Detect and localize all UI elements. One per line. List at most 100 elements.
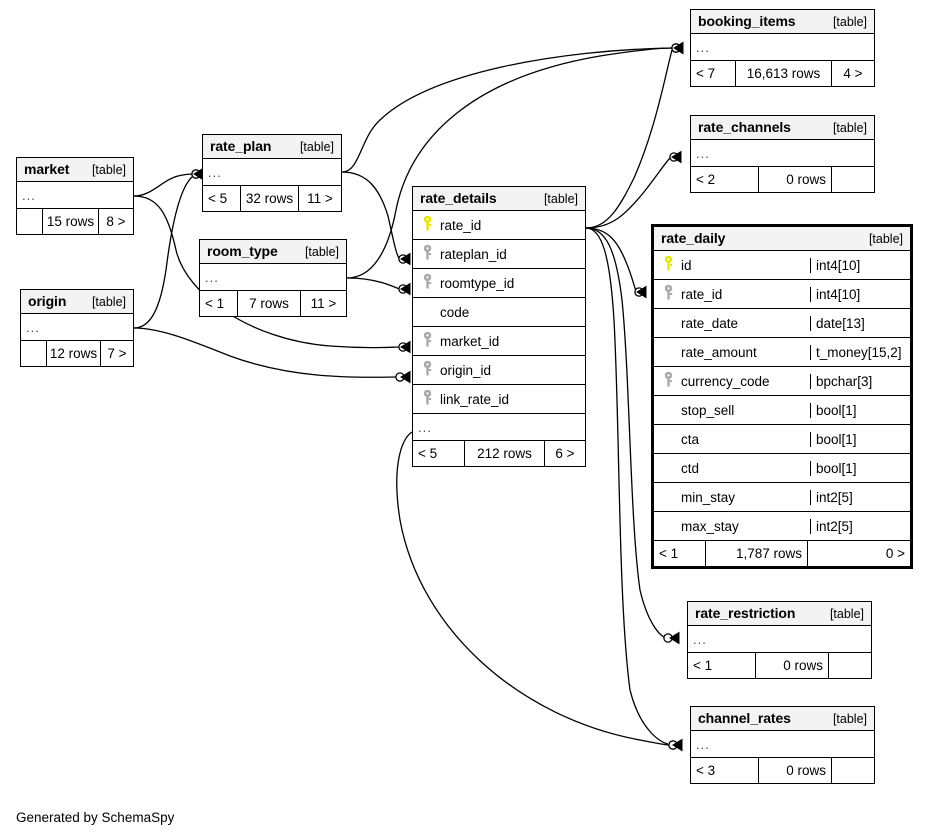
table-columns-origin: ... [21,314,133,341]
column-type-cell: bool[1] [810,460,910,476]
table-columns-room_type: ... [200,264,346,291]
column-name-cell: rate_amount [654,345,810,360]
optional-cardinality-circle-icon [634,287,644,297]
column-type-cell: date[13] [810,315,910,331]
table-columns-market: ... [17,182,133,209]
columns-collapsed-ellipsis[interactable]: ... [691,34,874,61]
table-name-room_type: room_type [207,243,278,259]
relationship-origin-to-rate_details-origin_id [133,327,411,384]
optional-cardinality-circle-icon [398,254,408,264]
footer-row-count: 7 rows [238,291,301,316]
table-column-row[interactable]: link_rate_id [413,385,585,414]
table-kind-label-rate_plan: [table] [299,140,334,154]
table-column-row[interactable]: rate_id [413,211,585,240]
crows-foot-icon [673,41,684,55]
table-column-row[interactable]: rateplan_id [413,240,585,269]
crows-foot-icon [400,282,411,296]
table-header-rate_channels: rate_channels[table] [691,116,874,140]
optional-cardinality-circle-icon [671,43,681,53]
footer-parent-count: < 5 [203,186,241,211]
relationship-line [133,327,397,378]
columns-collapsed-ellipsis[interactable]: ... [200,264,346,291]
relationship-rate_details-to-rate_daily [585,227,647,299]
columns-collapsed-ellipsis[interactable]: ... [17,182,133,209]
column-label: currency_code [681,373,770,389]
relationship-line [341,171,400,259]
columns-collapsed-ellipsis[interactable]: ... [413,414,585,441]
column-type-cell: bool[1] [810,402,910,418]
footer-parent-count: < 2 [691,167,759,192]
footer-parent-count: < 5 [413,441,465,466]
table-name-booking_items: booking_items [698,13,796,29]
footer-row-count: 12 rows [47,341,101,366]
column-type-cell: int2[5] [810,489,910,505]
column-name-cell: stop_sell [654,403,810,418]
table-column-row[interactable]: market_id [413,327,585,356]
column-type-cell: int4[10] [810,286,910,302]
columns-collapsed-ellipsis[interactable]: ... [21,314,133,341]
crows-foot-icon [400,340,411,354]
footer-row-count: 0 rows [759,167,832,192]
relationship-rate_plan-to-rate_details-rateplan_id [341,171,411,266]
relationship-line [346,277,401,290]
table-columns-booking_items: ... [691,34,874,61]
table-columns-rate_plan: ... [203,159,341,186]
foreign-key-slot [419,332,436,350]
primary-key-icon [664,256,673,274]
column-name-cell: rate_id [654,285,810,303]
column-type-cell: bool[1] [810,431,910,447]
table-name-rate_plan: rate_plan [210,138,272,154]
columns-collapsed-ellipsis[interactable]: ... [691,140,874,167]
footer-row-count: 1,787 rows [706,541,808,566]
relationship-origin-to-rate_plan [133,167,204,329]
columns-collapsed-ellipsis[interactable]: ... [203,159,341,186]
footer-row-count: 16,613 rows [736,61,832,86]
table-kind-label-room_type: [table] [304,245,339,259]
table-header-rate_restriction: rate_restriction[table] [688,602,871,626]
footer-row-count: 0 rows [759,758,832,783]
relationship-rate_details-to-rate_channels [585,150,682,229]
columns-collapsed-ellipsis[interactable]: ... [691,731,874,758]
column-name-cell: id [654,256,810,274]
column-name-cell: rate_id [413,216,585,234]
table-column-row[interactable]: code [413,298,585,327]
table-column-row[interactable]: origin_id [413,356,585,385]
footer-child-count: 6 > [555,446,575,461]
footer-parent-count: < 1 [688,653,756,678]
table-header-market: market[table] [17,158,133,182]
column-name-cell: rateplan_id [413,245,585,263]
table-column-row[interactable]: rate_date date[13] [654,309,910,338]
relationship-rate_details-bottom-to-channel_rates [396,431,683,752]
column-label: rate_date [681,315,739,331]
optional-cardinality-circle-icon [669,152,679,162]
table-column-row[interactable]: roomtype_id [413,269,585,298]
column-name-cell: cta [654,432,810,447]
columns-collapsed-ellipsis[interactable]: ... [688,626,871,653]
relationship-line [396,431,670,746]
